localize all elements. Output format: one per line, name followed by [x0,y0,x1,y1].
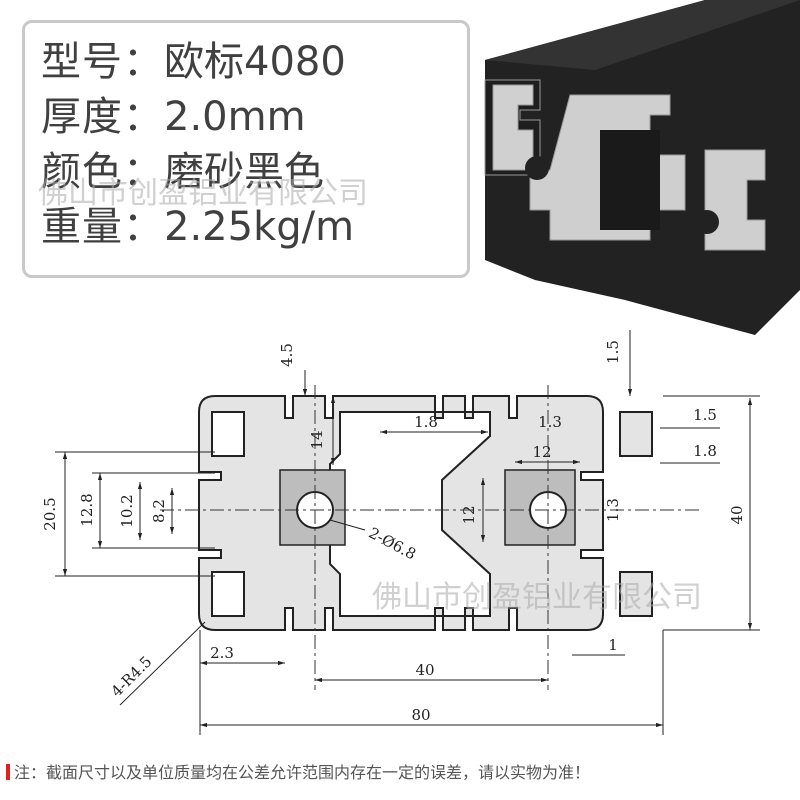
photo-hole-right [695,210,719,234]
alert-bar [6,764,10,780]
leader-radius [119,621,206,706]
label-d23: 2.3 [210,644,234,662]
label-d80: 80 [411,706,430,724]
leader-hole [329,519,366,531]
label-d40-height: 40 [728,505,746,524]
footer-note: 注：截面尺寸以及单位质量均在公差允许范围内存在一定的误差，请以实物为准！ [0,758,800,788]
profile-top-face [485,0,800,70]
label-d102: 10.2 [118,494,136,527]
spec-model: 型号：欧标4080 [41,39,346,85]
label-d13-mid: 1.3 [604,498,622,522]
label-d12-left: 12 [460,505,478,524]
cross-section-drawing: 80 40 40 20.5 12.8 10.2 8.2 12 12 1.8 14… [41,330,760,735]
label-d15-top: 1.5 [604,340,622,364]
label-d1: 1 [608,636,618,654]
label-d14: 14 [308,430,326,449]
label-d13-top: 1.3 [538,413,562,431]
label-d40-width: 40 [415,661,434,679]
label-d82: 8.2 [150,499,168,523]
spec-color: 颜色：磨砂黑色 [41,149,324,195]
footer-text: 注：截面尺寸以及单位质量均在公差允许范围内存在一定的误差，请以实物为准！ [14,763,591,782]
label-d205: 20.5 [41,497,59,530]
label-d45: 4.5 [278,343,296,367]
photo-cavity [600,130,660,230]
label-d18-top: 1.8 [414,413,438,431]
spec-card: 型号：欧标4080 厚度：2.0mm 颜色：磨砂黑色 重量：2.25kg/m [22,20,470,278]
label-d18-right: 1.8 [693,442,717,460]
product-photo [484,0,800,335]
spec-thickness: 厚度：2.0mm [41,94,306,140]
label-d128: 12.8 [78,493,96,526]
photo-cut-right [704,149,766,251]
photo-hole-left [525,156,549,180]
spec-weight: 重量：2.25kg/m [41,204,355,250]
profile-outline [198,395,653,631]
label-d15-right: 1.5 [693,406,717,424]
label-hole: 2-Ø6.8 [366,524,419,564]
photo-cut-face [492,84,534,171]
watermark-bottom: 佛山市创盈铝业有限公司 [372,580,702,615]
label-d12-top: 12 [532,443,551,461]
watermark-top: 佛山市创盈铝业有限公司 [38,176,368,211]
